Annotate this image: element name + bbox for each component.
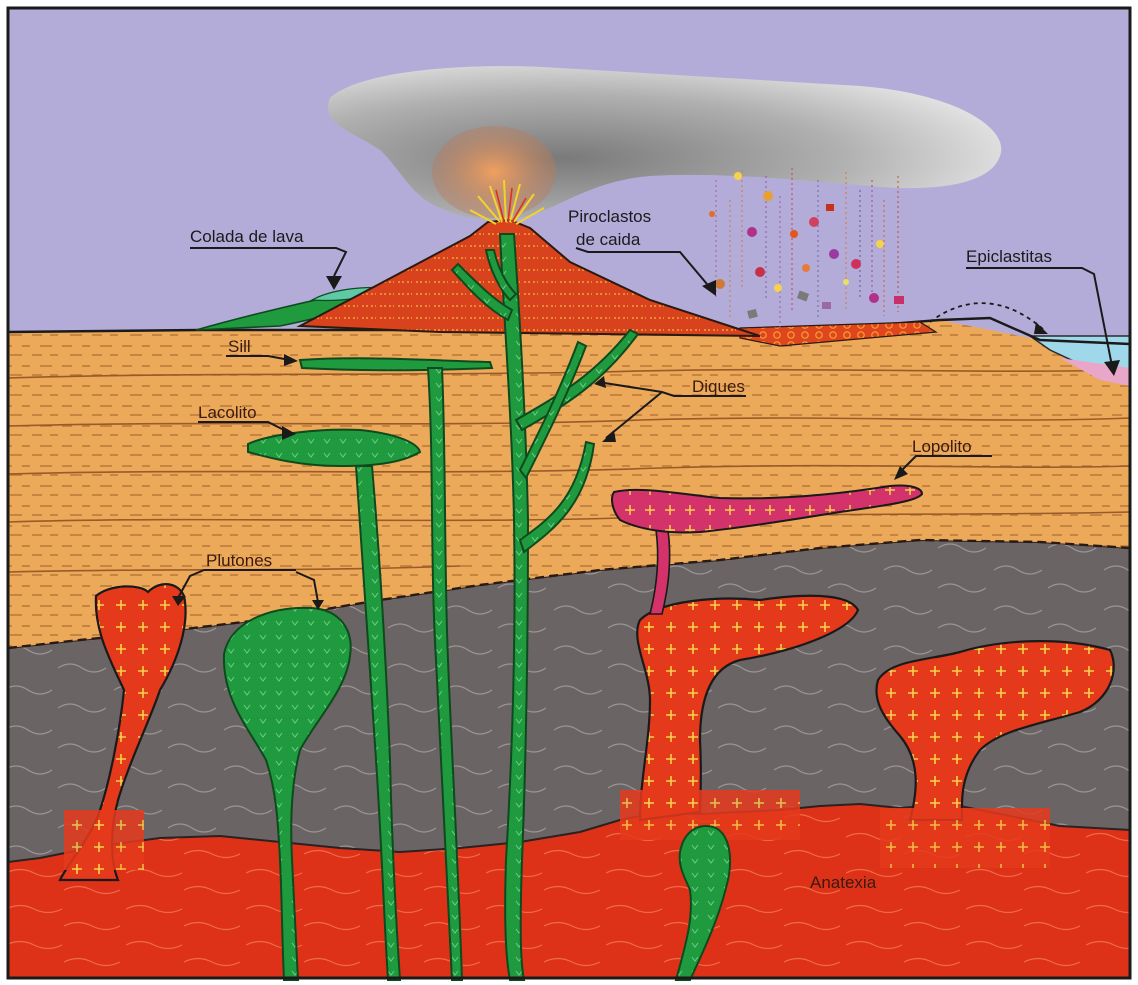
label-sill: Sill — [228, 337, 251, 356]
label-plutones: Plutones — [206, 551, 272, 570]
eruption-glow — [432, 126, 556, 218]
anatexis-crosses-left — [64, 810, 144, 870]
label-lacolito: Lacolito — [198, 403, 257, 422]
anatexis-crosses-right — [880, 808, 1050, 868]
label-lopolito: Lopolito — [912, 437, 972, 456]
label-diques: Diques — [692, 377, 745, 396]
label-piroclastos: Piroclastos — [568, 207, 651, 226]
label-colada-de-lava: Colada de lava — [190, 227, 304, 246]
label-epiclastitas: Epiclastitas — [966, 247, 1052, 266]
label-de-caida: de caida — [576, 230, 641, 249]
label-anatexia: Anatexia — [810, 873, 877, 892]
